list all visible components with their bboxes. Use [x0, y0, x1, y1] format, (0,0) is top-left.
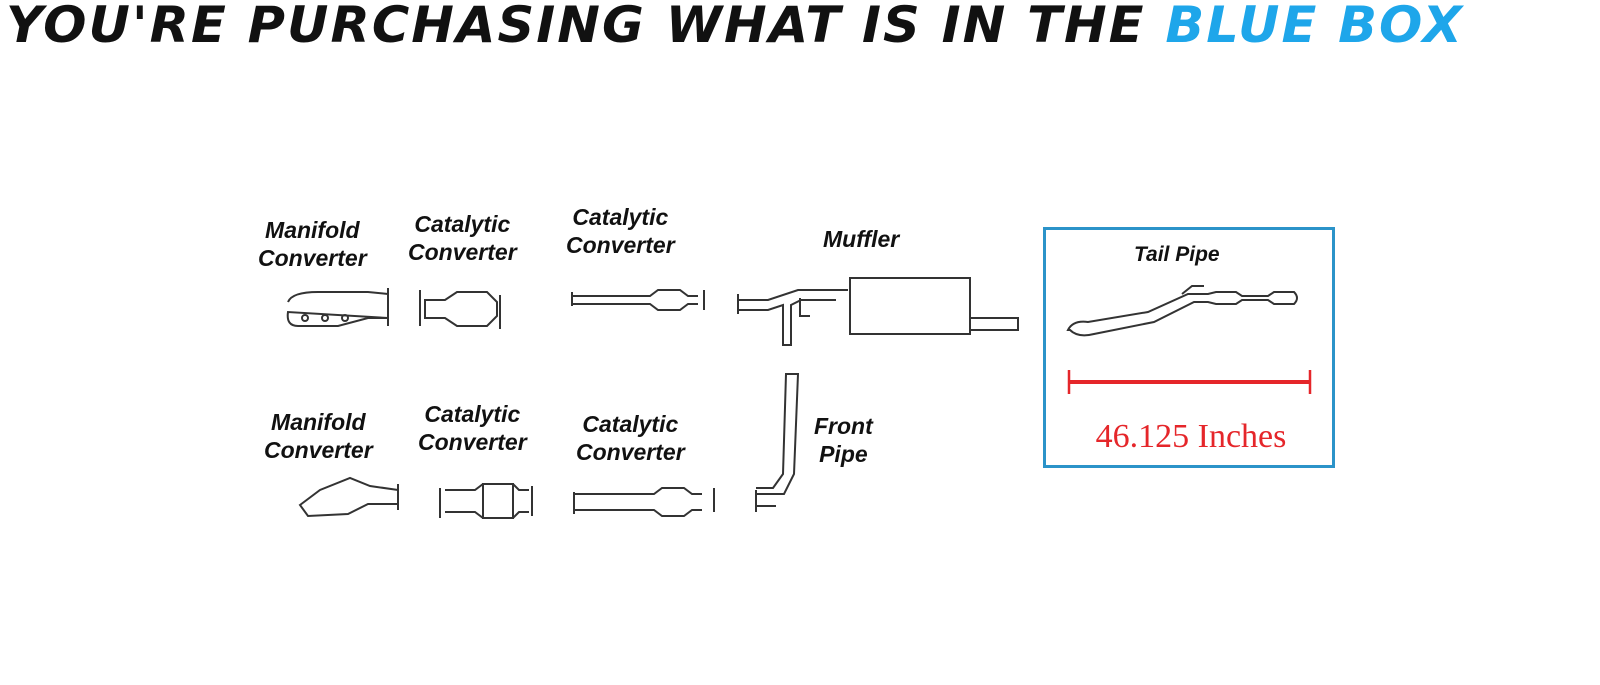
manifold-top-part	[286, 288, 389, 327]
measurement-label: 46.125 Inches	[1095, 418, 1287, 455]
front-pipe-part	[755, 373, 800, 512]
label-line: Catalytic	[582, 411, 679, 437]
catalytic-converter-1-bottom-part	[439, 483, 533, 519]
label-line: Converter	[576, 439, 685, 465]
title-text: YOU'RE PURCHASING WHAT IS IN THE	[6, 0, 1146, 54]
catalytic-converter-2-bottom-part	[573, 487, 715, 517]
measurement-bar	[1067, 370, 1312, 394]
muffler-part	[737, 277, 1019, 346]
label-line: Converter	[566, 232, 675, 258]
label-line: Manifold	[265, 217, 360, 243]
catalytic-converter-1-top-part	[419, 290, 501, 329]
label-line: Converter	[418, 429, 527, 455]
purchase-highlight-box	[1043, 227, 1335, 468]
tail-pipe-part	[1066, 285, 1298, 337]
catalytic-converter-2-top-part	[571, 289, 705, 311]
label-line: Catalytic	[424, 401, 521, 427]
title-highlight: BLUE BOX	[1165, 0, 1465, 54]
label-line: Manifold	[271, 409, 366, 435]
label-line: Pipe	[819, 441, 868, 467]
label-line: Converter	[258, 245, 367, 271]
label-line: Front	[814, 413, 873, 439]
page-title: YOU'RE PURCHASING WHAT IS IN THE BLUE BO…	[6, 0, 1600, 54]
label-line: Converter	[264, 437, 373, 463]
label-line: Converter	[408, 239, 517, 265]
label-line: Catalytic	[572, 204, 669, 230]
label-muffler: Muffler	[823, 226, 900, 252]
label-line: Catalytic	[414, 211, 511, 237]
manifold-bottom-part	[298, 476, 399, 518]
label-tail-pipe: Tail Pipe	[1134, 243, 1220, 266]
